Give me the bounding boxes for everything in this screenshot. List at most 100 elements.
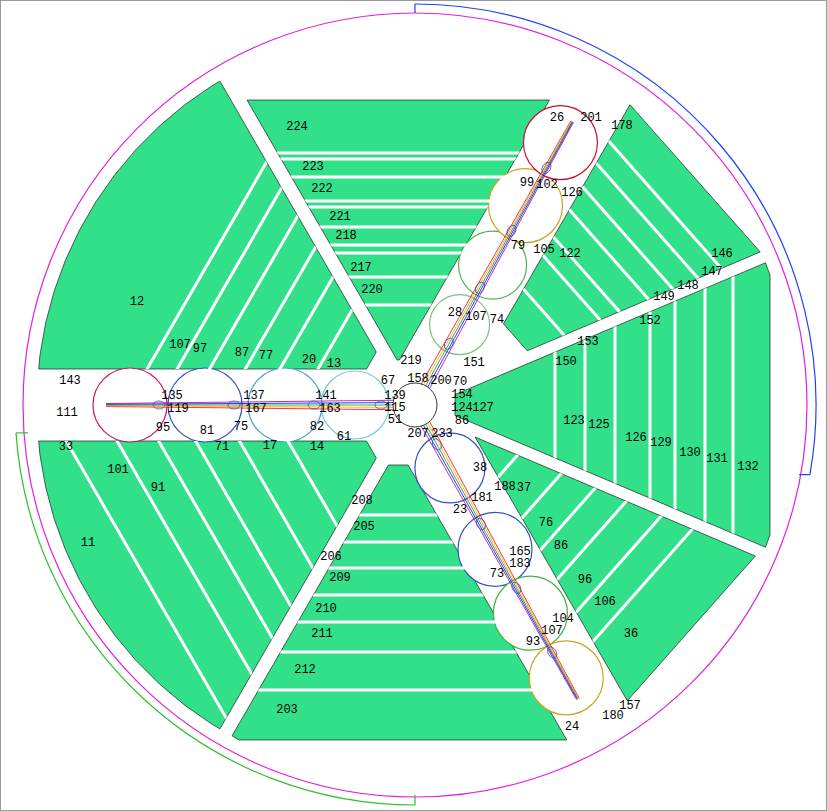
callout-number: 212 — [294, 664, 316, 676]
callout-number: 222 — [311, 183, 333, 195]
callout-number: 79 — [511, 240, 525, 252]
callout-number: 70 — [453, 376, 467, 388]
stripe-gap — [0, 5, 507, 811]
sector-stripes — [0, 0, 627, 811]
stripe-gap — [160, 82, 827, 811]
callout-number: 11 — [81, 537, 95, 549]
stripe-gap — [136, 0, 827, 750]
callout-number: 163 — [319, 403, 341, 415]
callout-number: 149 — [653, 291, 675, 303]
callout-number: 107 — [169, 339, 191, 351]
callout-number: 233 — [431, 428, 453, 440]
stripe-gap — [0, 200, 827, 203]
stripe-gap — [0, 0, 598, 811]
callout-number: 125 — [588, 419, 610, 431]
callout-number: 137 — [243, 390, 265, 402]
channel-line — [415, 405, 578, 699]
channel-marker — [443, 337, 456, 351]
stripe-gap — [0, 0, 572, 811]
bracket-tick — [799, 474, 810, 475]
callout-number: 36 — [624, 628, 638, 640]
stripe-gap — [0, 594, 827, 597]
callout-number: 181 — [471, 492, 493, 504]
callout-number: 61 — [337, 431, 351, 443]
stripe-gap — [27, 0, 627, 811]
sector-stripes — [555, 0, 733, 811]
callout-number: 151 — [463, 357, 485, 369]
callout-number: 124 — [451, 402, 473, 414]
callout-number: 122 — [559, 248, 581, 260]
stripe-gap — [0, 304, 827, 307]
callout-number: 217 — [350, 262, 372, 274]
callout-number: 143 — [59, 375, 81, 387]
callout-number: 106 — [594, 596, 616, 608]
callout-number: 17 — [263, 440, 277, 452]
stripe-gap — [0, 226, 827, 229]
callout-number: 75 — [234, 421, 248, 433]
stripe-gap — [0, 567, 827, 570]
callout-number: 132 — [737, 461, 759, 473]
callout-number: 130 — [679, 447, 701, 459]
stripe-gap — [0, 176, 827, 179]
stripe-gap — [674, 0, 677, 811]
callout-number: 99 — [520, 177, 534, 189]
callout-number: 183 — [509, 558, 531, 570]
callout-number: 148 — [677, 280, 699, 292]
callout-number: 77 — [259, 350, 273, 362]
stripe-gap — [4, 0, 604, 811]
stripe-gap — [235, 148, 827, 811]
channel-marker — [505, 224, 518, 238]
stripe-gap — [0, 0, 498, 800]
callout-number: 131 — [706, 453, 728, 465]
channel-marker — [510, 581, 523, 595]
stripe-gap — [0, 651, 827, 654]
callout-number: 74 — [490, 314, 504, 326]
callout-number: 111 — [56, 407, 78, 419]
stripe-gap — [0, 23, 476, 811]
stripe-gap — [0, 514, 827, 517]
sector-stripes — [136, 0, 827, 750]
stripe-gap — [0, 206, 827, 209]
callout-number: 167 — [245, 403, 267, 415]
callout-number: 26 — [550, 112, 564, 124]
callout-number: 86 — [554, 540, 568, 552]
sector-stripes — [100, 29, 827, 811]
layout-group — [16, 4, 816, 805]
callout-number: 207 — [407, 428, 429, 440]
stripe-gap — [184, 103, 827, 811]
callout-number: 139 — [384, 390, 406, 402]
callout-number: 158 — [407, 373, 429, 385]
bracket-arc — [16, 433, 415, 805]
callout-number: 81 — [200, 425, 214, 437]
stripe-gap — [220, 0, 827, 675]
channel-marker — [546, 645, 559, 659]
callout-number: 206 — [320, 551, 342, 563]
callout-number: 71 — [215, 441, 229, 453]
callout-number: 97 — [193, 343, 207, 355]
channel-line — [413, 406, 577, 699]
callout-number: 96 — [578, 574, 592, 586]
stripe-gap — [100, 29, 827, 811]
channel-line — [411, 407, 577, 699]
channel-marker — [474, 281, 487, 295]
stripe-gap — [704, 0, 707, 811]
outer-boundary — [23, 13, 807, 797]
callout-number: 178 — [611, 120, 633, 132]
bracket-tick — [414, 795, 415, 805]
callout-number: 76 — [539, 517, 553, 529]
stripe-gap — [178, 0, 827, 712]
callout-number: 221 — [329, 211, 351, 223]
stripe-gap — [0, 158, 827, 161]
bracket-tick — [16, 432, 28, 433]
callout-number: 205 — [353, 521, 375, 533]
callout-number: 37 — [517, 482, 531, 494]
callout-number: 12 — [130, 296, 144, 308]
bracket-tick — [414, 4, 415, 13]
callout-number: 201 — [580, 112, 602, 124]
channel-marker — [540, 161, 553, 175]
callout-number: 154 — [451, 389, 473, 401]
channel-marker — [475, 517, 488, 531]
callout-number: 180 — [602, 710, 624, 722]
